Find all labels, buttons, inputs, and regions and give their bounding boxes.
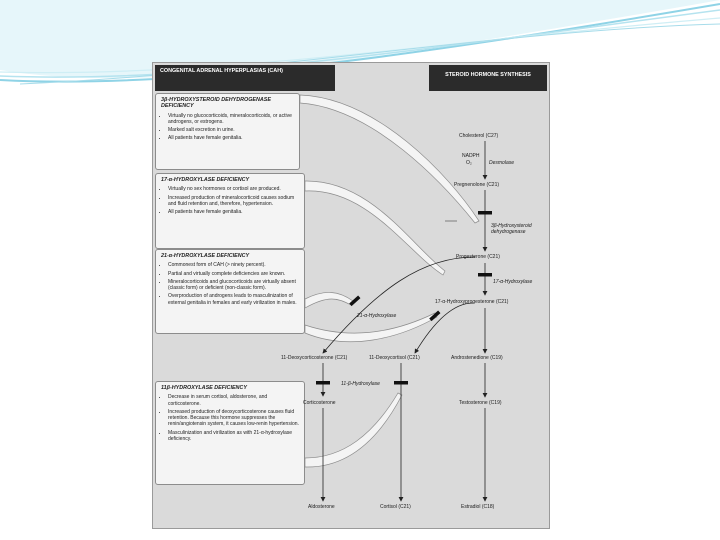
compound-cortisol: Cortisol (C21) bbox=[380, 504, 411, 510]
list-item: All patients have female genitalia. bbox=[168, 209, 299, 215]
list-item: Partial and virtually complete deficienc… bbox=[168, 271, 299, 277]
cofactor-o2: O₂ bbox=[466, 160, 472, 166]
list-item: Commonest form of CAH (> ninety percent)… bbox=[168, 262, 299, 268]
panel-17a-hydroxylase-deficiency: 17-α-HYDROXYLASE DEFICIENCY Virtually no… bbox=[155, 173, 305, 249]
list-item: Virtually no glucocorticoids, mineraloco… bbox=[168, 113, 294, 126]
compound-11-deoxycortisol: 11-Deoxycortisol (C21) bbox=[369, 355, 420, 361]
list-item: Increased production of mineralocorticoi… bbox=[168, 195, 299, 208]
panel-11b-hydroxylase-deficiency: 11β-HYDROXYLASE DEFICIENCY Decrease in s… bbox=[155, 381, 305, 485]
pathway-title: STEROID HORMONE SYNTHESIS bbox=[429, 65, 547, 91]
compound-androstenedione: Androstenedione (C19) bbox=[451, 355, 503, 361]
cah-figure: CONGENITAL ADRENAL HYPERPLASIAS (CAH) ST… bbox=[152, 62, 550, 529]
list-item: Masculinization and virilization as with… bbox=[168, 430, 299, 443]
list-item: Decrease in serum cortisol, aldosterone,… bbox=[168, 394, 299, 407]
pathway-diagram bbox=[299, 94, 492, 502]
enzyme-21a-hydroxylase: 21-α-Hydroxylase bbox=[357, 313, 397, 319]
compound-progesterone: Progesterone (C21) bbox=[456, 254, 500, 260]
page-title: CONGENITAL ADRENAL HYPERPLASIAS (CAH) bbox=[155, 65, 335, 91]
decorative-header-swoosh bbox=[0, 0, 720, 85]
compound-pregnenolone: Pregnenolone (C21) bbox=[454, 182, 500, 188]
list-item: Marked salt excretion in urine. bbox=[168, 127, 294, 133]
compound-testosterone: Testosterone (C19) bbox=[459, 400, 502, 406]
compound-corticosterone: Corticosterone bbox=[303, 400, 336, 406]
list-item: Virtually no sex hormones or cortisol ar… bbox=[168, 186, 299, 192]
panel-title: 21-α-HYDROXYLASE DEFICIENCY bbox=[161, 253, 250, 259]
cofactor-nadph: NADPH bbox=[462, 153, 480, 159]
enzyme-desmolase: Desmolase bbox=[489, 160, 515, 166]
enzyme-17a-hydroxylase: 17-α-Hydroxylase bbox=[493, 279, 533, 285]
panel-21a-hydroxylase-deficiency: 21-α-HYDROXYLASE DEFICIENCY Commonest fo… bbox=[155, 249, 305, 334]
panel-3b-hsd-deficiency: 3β-HYDROXYSTEROID DEHYDROGENASE DEFICIEN… bbox=[155, 93, 300, 170]
panel-title: 11β-HYDROXYLASE DEFICIENCY bbox=[161, 385, 247, 391]
compound-aldosterone: Aldosterone bbox=[308, 504, 335, 510]
enzyme-3b-hsd: 3β-Hydroxysteroid dehydrogenase bbox=[491, 223, 532, 235]
panel-title: 3β-HYDROXYSTEROID DEHYDROGENASE DEFICIEN… bbox=[161, 97, 271, 110]
list-item: Mineralocorticoids and glucocorticoids a… bbox=[168, 279, 299, 292]
compound-estradiol: Estradiol (C18) bbox=[461, 504, 495, 510]
list-item: All patients have female genitalia. bbox=[168, 135, 294, 141]
panel-title: 17-α-HYDROXYLASE DEFICIENCY bbox=[161, 177, 250, 183]
compound-11-deoxycorticosterone: 11-Deoxycorticosterone (C21) bbox=[281, 355, 348, 361]
compound-cholesterol: Cholesterol (C27) bbox=[459, 133, 499, 139]
list-item: Overproduction of androgens leads to mas… bbox=[168, 293, 299, 306]
list-item: Increased production of deoxycorticoster… bbox=[168, 409, 299, 428]
compound-17-oh-progesterone: 17-α-Hydroxyprogesterone (C21) bbox=[435, 299, 509, 305]
enzyme-11b-hydroxylase: 11-β-Hydroxylase bbox=[341, 381, 380, 387]
